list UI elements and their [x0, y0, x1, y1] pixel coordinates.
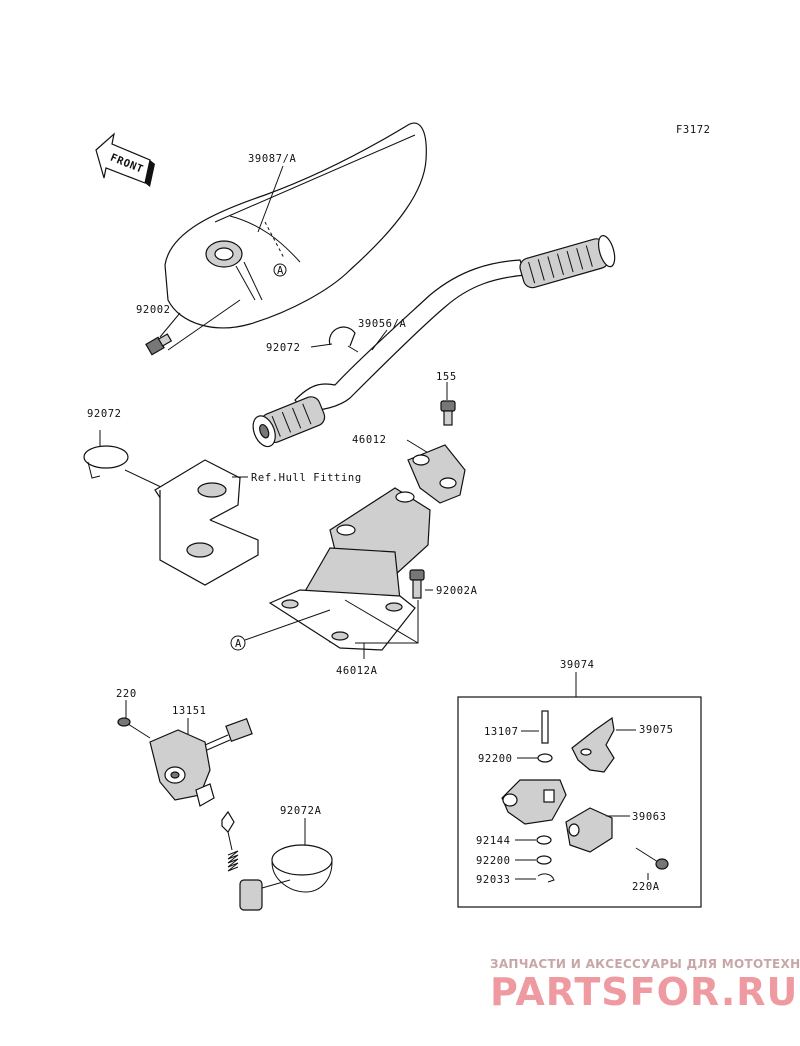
label-46012a: 46012A — [336, 665, 378, 677]
circle-marker-a1: A — [277, 265, 284, 277]
label-92072a: 92072A — [280, 805, 322, 817]
assembly-39074-box — [457, 696, 702, 908]
label-13151: 13151 — [172, 705, 207, 717]
washer-92200-a — [537, 753, 553, 763]
washer-92144 — [536, 835, 552, 845]
switch-13151 — [149, 717, 253, 807]
label-92002a: 92002A — [436, 585, 478, 597]
screw-220 — [117, 717, 151, 739]
watermark-text: ЗАПЧАСТИ И АКСЕССУАРЫ ДЛЯ МОТОТЕХНИКИ — [490, 957, 800, 971]
band-92072-upper — [328, 326, 359, 353]
diagram-code: F3172 — [676, 124, 711, 136]
label-39087a: 39087/A — [248, 153, 297, 165]
handlebar-cover — [164, 122, 427, 329]
label-92002: 92002 — [136, 304, 171, 316]
label-92144: 92144 — [476, 835, 511, 847]
label-39075: 39075 — [639, 724, 674, 736]
clip-92033 — [537, 873, 555, 883]
bolt-155 — [440, 400, 456, 426]
label-92072-left: 92072 — [87, 408, 122, 420]
label-220: 220 — [116, 688, 137, 700]
label-39056a: 39056/A — [358, 318, 407, 330]
label-13107: 13107 — [484, 726, 519, 738]
label-92033: 92033 — [476, 874, 511, 886]
front-arrow-icon: FRONT — [95, 132, 155, 187]
hull-fitting-bracket — [154, 459, 259, 586]
handlebar — [252, 235, 616, 448]
label-92200-a: 92200 — [478, 753, 513, 765]
switch-body — [501, 779, 567, 825]
label-92200-b: 92200 — [476, 855, 511, 867]
lever-39075 — [571, 716, 615, 773]
label-39074: 39074 — [560, 659, 595, 671]
label-92072-upper: 92072 — [266, 342, 301, 354]
washer-92200-b — [536, 855, 552, 865]
holder-46012a — [268, 487, 431, 651]
band-92072a — [221, 810, 333, 911]
bolt-92002a — [409, 569, 425, 599]
watermark-logo: PARTSFOR.RU — [490, 970, 798, 1014]
label-220a: 220A — [632, 881, 660, 893]
screw-220a — [635, 847, 669, 870]
bolt-92002 — [145, 299, 241, 356]
label-46012: 46012 — [352, 434, 387, 446]
label-39063: 39063 — [632, 811, 667, 823]
pin-13107 — [541, 710, 549, 744]
label-ref-hull: Ref.Hull Fitting — [251, 472, 362, 484]
circle-marker-a2: A — [235, 638, 242, 650]
band-92072-left — [83, 445, 129, 479]
holder-46012 — [407, 444, 466, 504]
label-155: 155 — [436, 371, 457, 383]
housing-39063 — [565, 807, 613, 853]
